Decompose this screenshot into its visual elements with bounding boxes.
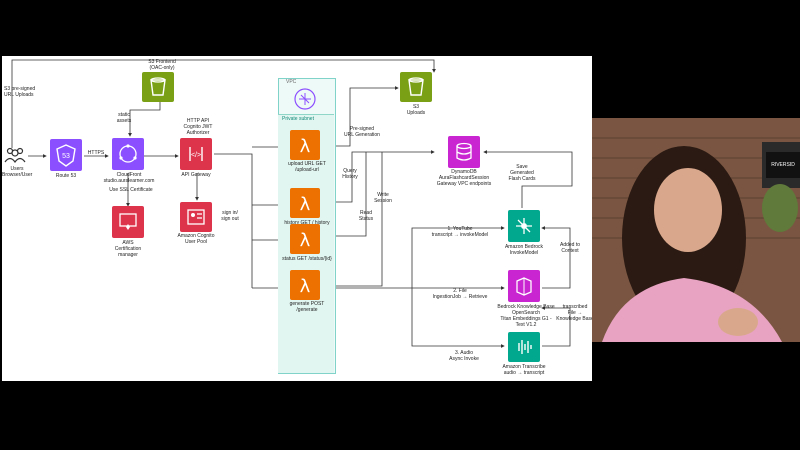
transcribed-label: transcribed File → Knowledge Base (556, 304, 592, 322)
s3-icon (400, 72, 432, 102)
youtube-label: 1. YouTube transcript → invokeModel (431, 226, 489, 238)
connector-lines (11, 59, 573, 348)
vpc-icon (292, 86, 318, 112)
s3-icon (142, 72, 174, 102)
api-gateway-icon: </> (180, 138, 212, 170)
route53-icon: 53 (50, 139, 82, 171)
https-label: HTTPS (87, 150, 105, 156)
vpc-label: VPC (286, 79, 297, 85)
kb-label: Bedrock Knowledge Base OpenSearch Titan … (497, 304, 555, 328)
bedrock-label: Amazon Bedrock InvokeModel (504, 244, 544, 256)
private-subnet-label: Private subnet (282, 116, 314, 122)
acm-label: AWS Certification manager (114, 240, 142, 258)
users-label: Users Browser/User (2, 166, 33, 178)
lambda-history-label: history GET / history (284, 220, 330, 226)
svg-text:53: 53 (62, 153, 70, 160)
svg-text:λ: λ (300, 230, 311, 251)
bedrock-icon (508, 210, 540, 242)
svg-text:λ: λ (300, 276, 311, 297)
lambda-status-label: status GET /status/{id} (282, 256, 332, 262)
read-status-label: Read Status (358, 210, 374, 222)
lambda-generate-label: generate POST /generate (289, 301, 325, 313)
save-cards-label: Save Generated Flash Cards (508, 164, 536, 182)
presenter-image (592, 118, 800, 342)
presigned-uploads-label: S3 pre-signed URL Uploads (4, 86, 36, 98)
lambda-icon: λ (290, 224, 320, 254)
wall-sign: RIVERSID (766, 152, 800, 178)
static-assets-label: static assets (116, 112, 132, 124)
presenter-webcam: RIVERSID (592, 118, 800, 342)
api-gateway-label: API Gateway (181, 172, 211, 178)
route53-label: Route 53 (55, 173, 77, 179)
svg-text:λ: λ (300, 136, 311, 157)
svg-text:</>: </> (191, 152, 201, 159)
acm-icon (112, 206, 144, 238)
file-label: 2. File IngestionJob → Retrieve (432, 288, 488, 300)
lambda-icon: λ (290, 130, 320, 160)
transcribe-label: Amazon Transcribe audio → transcript (502, 364, 546, 376)
query-history-label: Query History (342, 168, 358, 180)
s3-uploads-label: S3 Uploads (406, 104, 426, 116)
s3-frontend-label: S3 Frontend (OAC-only) (148, 59, 176, 71)
dynamodb-label: DynamoDB AuraFlashcardSession Gateway VP… (436, 169, 492, 187)
svg-text:λ: λ (300, 194, 311, 215)
architecture-slide: Users Browser/User S3 pre-signed URL Upl… (2, 56, 592, 381)
added-context-label: Added to Context (559, 242, 581, 254)
cloudfront-icon (112, 138, 144, 170)
cognito-label: Amazon Cognito User Pool (177, 233, 215, 245)
cognito-icon (180, 202, 212, 232)
lambda-upload-label: upload URL GET /upload-url (288, 161, 326, 173)
api-gateway-top-label: HTTP API Cognito JWT Authorizer (183, 118, 213, 136)
lambda-icon: λ (290, 188, 320, 218)
transcribe-icon (508, 332, 540, 362)
cloudfront-label: CloudFront studio.auralearner.com (103, 172, 155, 184)
dynamodb-icon (448, 136, 480, 168)
lambda-icon: λ (290, 270, 320, 300)
write-session-label: Write Session (374, 192, 392, 204)
users-icon (4, 146, 26, 164)
presigned-gen-label: Pre-signed URL Generation (344, 126, 380, 138)
knowledge-base-icon (508, 270, 540, 302)
sign-in-label: sign in/ sign out (221, 210, 239, 222)
audio-label: 3. Audio Async Invoke (449, 350, 479, 362)
use-ssl-label: Use SSL Certificate (109, 187, 153, 193)
